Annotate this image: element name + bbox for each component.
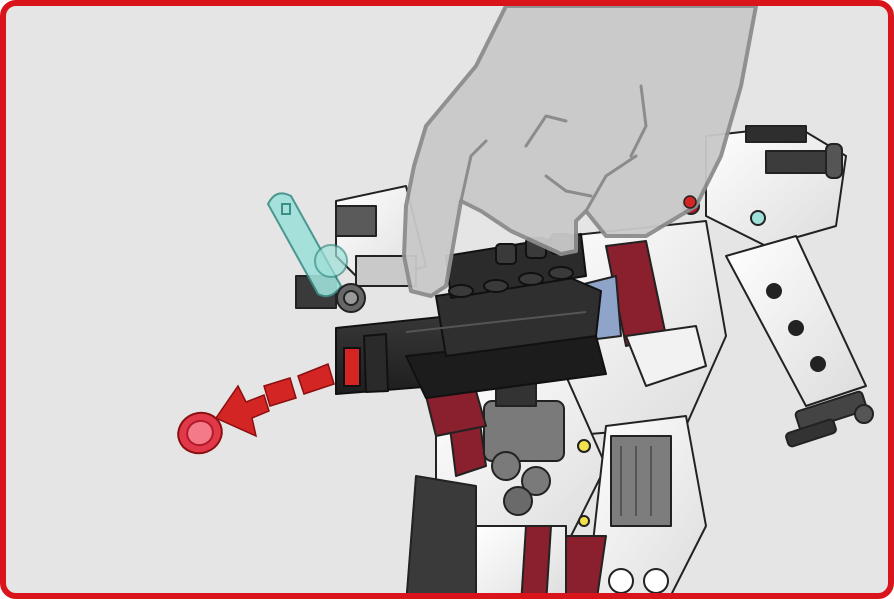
removal-arrow: [214, 364, 334, 436]
red-gem-accent: [684, 196, 696, 208]
build-illustration: [6, 6, 894, 599]
